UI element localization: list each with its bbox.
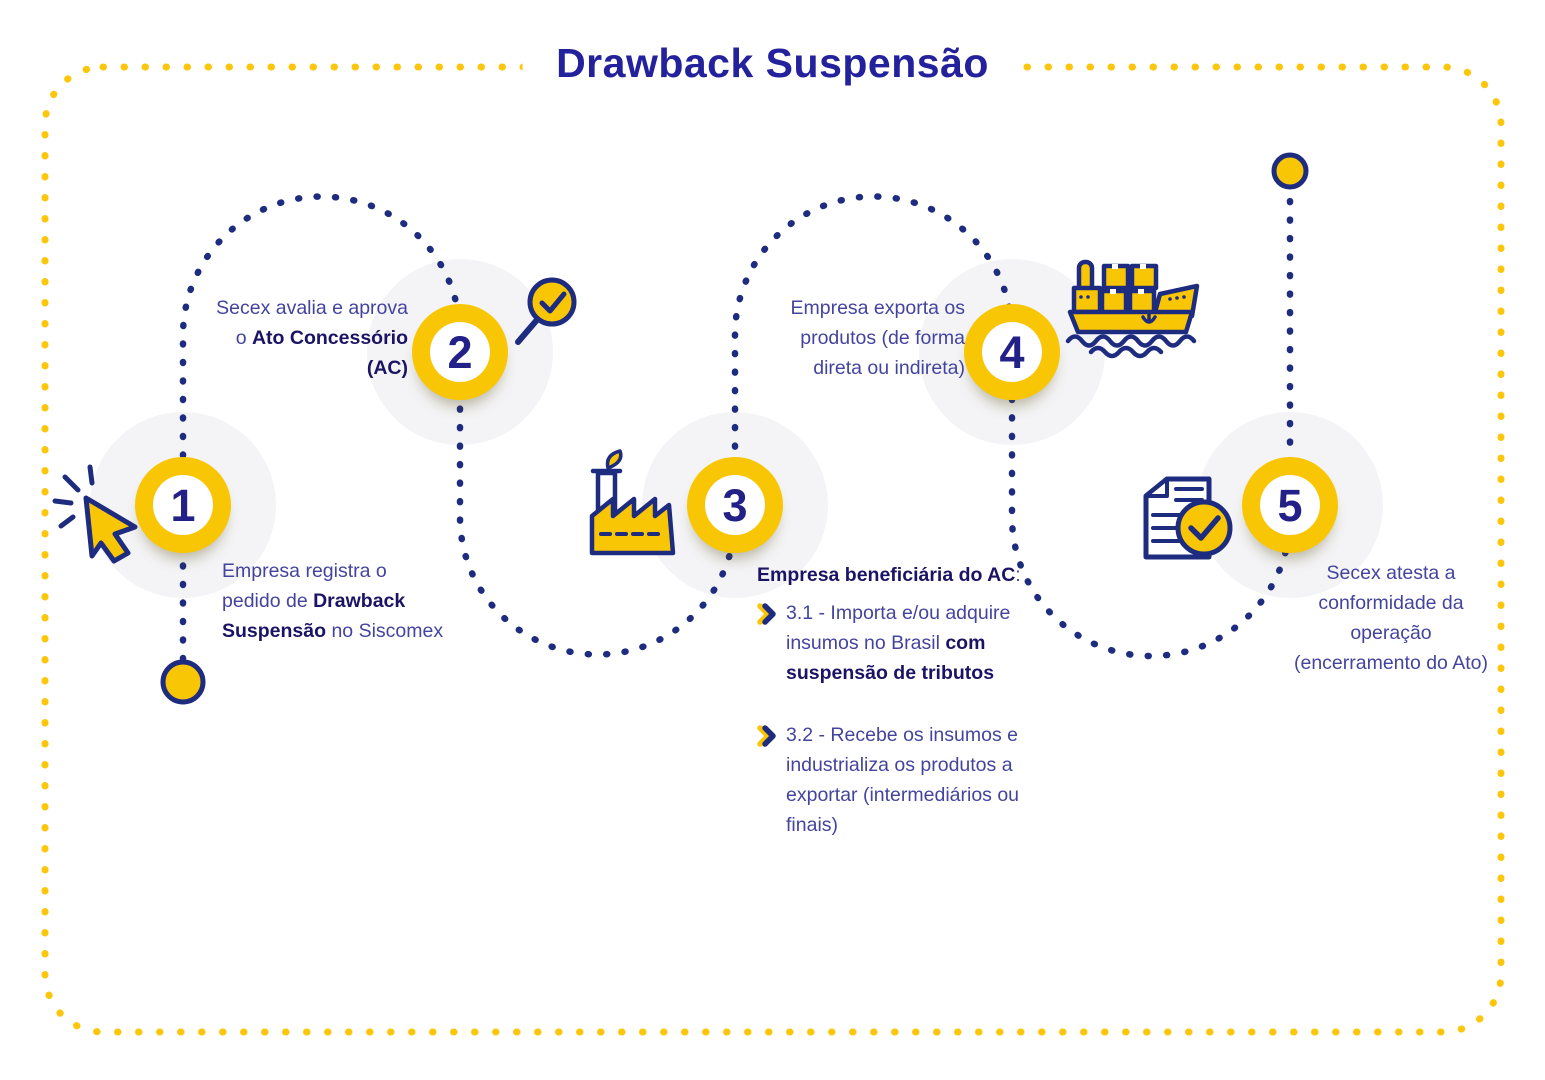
step-4-text-part: Empresa exporta os produtos (de forma di… xyxy=(790,297,965,379)
step-circle-3-inner: 3 xyxy=(705,475,765,535)
step-5-text: Secex atesta a conformidade da operação … xyxy=(1292,558,1490,678)
step-circle-3: 3 xyxy=(687,457,783,553)
bullet-1-bold: com suspensão de tributos xyxy=(786,632,995,684)
chevron-right-icon xyxy=(757,725,776,747)
step-circle-4: 4 xyxy=(964,304,1060,400)
step-1-text-part: no Siscomex xyxy=(326,620,444,642)
step-3-bullet-1: 3.1 - Importa e/ou adquire insumos no Br… xyxy=(757,598,1023,688)
step-circle-1-inner: 1 xyxy=(153,475,213,535)
step-1-text: Empresa registra o pedido de Drawback Su… xyxy=(222,556,450,646)
step-3-bullet-2-text: 3.2 - Recebe os insumos e industrializa … xyxy=(786,720,1023,840)
step-3-text: Empresa beneficiária do AC: 3.1 - Import… xyxy=(757,560,1023,840)
connector-path xyxy=(179,188,1294,663)
step-circle-2: 2 xyxy=(412,304,508,400)
step-circle-5-inner: 5 xyxy=(1260,475,1320,535)
step-4-text: Empresa exporta os produtos (de forma di… xyxy=(773,293,965,383)
bullet-1-part: 3.1 - Importa e/ou adquire insumos no Br… xyxy=(786,602,1011,654)
path-end-dot xyxy=(1271,152,1309,190)
bullet-2-part: 3.2 - Recebe os insumos e industrializa … xyxy=(786,724,1020,836)
step-number-3: 3 xyxy=(722,479,748,531)
page-title: Drawback Suspensão xyxy=(522,36,1023,91)
chevron-right-icon xyxy=(757,603,776,625)
step-3-heading: Empresa beneficiária do AC: xyxy=(757,560,1023,590)
step-1-text-part: Empresa registra o pedido de xyxy=(222,560,387,612)
document-check-icon xyxy=(1143,476,1233,560)
step-2-text: Secex avalia e aprova o Ato Concessório … xyxy=(210,293,408,383)
step-number-5: 5 xyxy=(1277,479,1303,531)
step-number-2: 2 xyxy=(447,326,473,378)
ship-icon xyxy=(1065,259,1200,359)
cursor-click-icon xyxy=(52,464,138,564)
step-number-4: 4 xyxy=(999,326,1025,378)
step-3-bullet-2: 3.2 - Recebe os insumos e industrializa … xyxy=(757,720,1023,840)
step-3-heading-colon: : xyxy=(1015,564,1021,586)
step-circle-2-inner: 2 xyxy=(430,322,490,382)
step-circle-4-inner: 4 xyxy=(982,322,1042,382)
step-3-heading-bold: Empresa beneficiária do AC xyxy=(757,564,1016,586)
step-2-text-bold: Ato Concessório (AC) xyxy=(251,327,408,379)
factory-icon xyxy=(589,449,676,556)
step-circle-5: 5 xyxy=(1242,457,1338,553)
step-3-bullet-1-text: 3.1 - Importa e/ou adquire insumos no Br… xyxy=(786,598,1023,688)
step-number-1: 1 xyxy=(170,479,196,531)
step-2-text-part: Secex avalia e aprova o xyxy=(216,297,408,349)
magnifier-check-icon xyxy=(515,277,577,345)
path-start-dot xyxy=(160,659,206,705)
step-5-text-part: Secex atesta a conformidade da operação … xyxy=(1293,562,1489,674)
step-circle-1: 1 xyxy=(135,457,231,553)
step-1-text-bold: Drawback Suspensão xyxy=(222,590,406,642)
